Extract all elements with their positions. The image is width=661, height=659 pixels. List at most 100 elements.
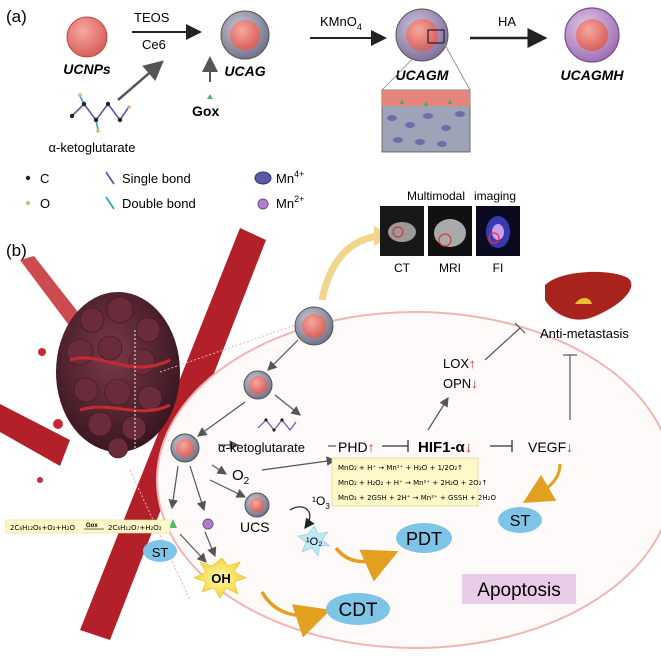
o3-label: ¹O3: [312, 494, 330, 511]
st-left-badge: [143, 540, 177, 562]
akg-label: α-ketoglutarate: [48, 140, 135, 155]
single-bond-icon: [105, 171, 115, 185]
st-left-label: ST: [152, 545, 169, 560]
cell-particle-2: [170, 433, 200, 463]
ucs-particle: [244, 492, 270, 518]
arrow-vegf-st: [522, 463, 562, 504]
kmno4-label: KMnO4: [320, 14, 362, 32]
singlet-o2-label: ¹O₂: [306, 536, 323, 548]
ce6-label: Ce6: [142, 37, 166, 52]
o2-label: O2: [232, 467, 250, 487]
liver-icon: [545, 271, 632, 320]
singlet-oxygen-burst-icon: [297, 525, 331, 557]
imaging-ct: CT: [394, 261, 411, 275]
ucnp-particle: [66, 16, 108, 58]
tumor: [56, 292, 180, 459]
gox-enzyme-icon: [169, 519, 177, 528]
mn2-ion-icon: [202, 518, 214, 530]
ucagmh-label: UCAGMH: [561, 67, 625, 83]
pdt-badge: [396, 523, 452, 553]
teos-label: TEOS: [134, 10, 170, 25]
anti-metastasis-label: Anti-metastasis: [540, 326, 629, 341]
imaging-panels: Multimodal imaging CT MRI FI: [380, 189, 520, 275]
cell-particle-1: [243, 370, 273, 400]
inhibit-bar-1: [514, 322, 526, 334]
gox-reaction-right: 2C₆H₁₂O₇+H₂O₂: [108, 524, 162, 532]
cdt-label: CDT: [338, 600, 377, 621]
arrow-cdt: [260, 591, 331, 638]
ucagm-particle: [395, 8, 449, 62]
mn4-icon: [254, 171, 272, 185]
arrow-to-imaging: [318, 232, 379, 301]
arrow-o2: [211, 464, 228, 475]
apoptosis-label: Apoptosis: [477, 580, 560, 601]
hydroxyl-burst-icon: [193, 557, 247, 599]
panel-a-label: (a): [6, 7, 27, 26]
oh-label: OH: [211, 571, 231, 586]
apoptosis-box: [462, 574, 576, 604]
double-bond-icon: [105, 196, 115, 210]
hif-label: HIF1-α↓: [418, 439, 472, 456]
akg-mini-icon: [257, 418, 297, 432]
arrow-mn2-release: [189, 465, 207, 512]
reaction-2: MnO₂ + H₂O₂ + H⁺ → Mn²⁺ + 2H₂O + 2O₂↑: [338, 479, 487, 487]
inhibit-lox-metastasis: [484, 327, 521, 361]
ucag-label: UCAG: [224, 63, 265, 79]
pdt-label: PDT: [406, 529, 442, 549]
arrow-hif-lox: [427, 396, 449, 431]
gox-label: Gox: [192, 103, 219, 119]
arrow-gox-oh: [179, 533, 207, 563]
legend-mn4: Mn4+: [276, 169, 304, 186]
vegf-label: VEGF↓: [528, 439, 573, 455]
zoom-line-left: [381, 42, 429, 91]
imaging-title-b: imaging: [474, 189, 516, 203]
lox-label: LOX↑: [443, 356, 476, 371]
st-right-label: ST: [510, 513, 531, 530]
arrow-mn2-oh: [204, 531, 217, 558]
arrow-pdt: [334, 546, 399, 582]
gox-reaction-strip: 2C₆H₁₂O₆+O₂+H₂O Gox 2C₆H₁₂O₇+H₂O₂: [5, 519, 171, 534]
cdt-badge: [326, 593, 390, 625]
entering-particle: [294, 306, 334, 346]
legend: C O Single bond Double bond Mn4+ Mn2+: [25, 169, 304, 211]
akg-text: α-ketoglutarate: [218, 440, 305, 455]
reaction-box: MnO₂ + H⁺ → Mn²⁺ + H₂O + 1/2O₂↑ MnO₂ + H…: [331, 457, 496, 507]
arrow-gox-release: [168, 465, 179, 510]
arrow-to-akg: [274, 394, 301, 416]
ucs-label: UCS: [240, 519, 270, 535]
imaging-title-a: Multimodal: [407, 189, 465, 203]
legend-single-bond: Single bond: [122, 171, 191, 186]
legend-mn2: Mn2+: [276, 194, 304, 211]
ucagm-surface-inset: [381, 89, 471, 153]
arrow-release: [197, 401, 246, 437]
panel-b-label: (b): [6, 241, 27, 260]
st-right-badge: [498, 507, 542, 533]
reaction-1: MnO₂ + H⁺ → Mn²⁺ + H₂O + 1/2O₂↑: [338, 464, 463, 472]
arrow-precursor: [117, 60, 164, 101]
gox-icon: [207, 94, 213, 99]
arrow-o2-phd: [261, 456, 337, 471]
ha-label: HA: [498, 14, 516, 29]
ucagmh-particle: [564, 7, 620, 63]
gox-reaction-left: 2C₆H₁₂O₆+O₂+H₂O: [10, 524, 75, 532]
ucagm-label: UCAGM: [396, 67, 449, 83]
imaging-fi: FI: [493, 261, 504, 275]
akg-molecule-icon: [69, 93, 131, 133]
zoom-line-right: [443, 42, 471, 91]
ucag-particle: [220, 10, 270, 60]
phd-label: PHD↑: [338, 439, 375, 455]
carbon-icon: [25, 175, 31, 181]
legend-oxygen: O: [40, 196, 50, 211]
arrow-entry: [267, 339, 299, 371]
mn2-icon: [257, 198, 269, 210]
arrow-ucs: [209, 479, 247, 498]
opn-label: OPN↓: [443, 376, 478, 391]
oxygen-icon: [26, 201, 30, 205]
legend-carbon: C: [40, 171, 49, 186]
imaging-mri: MRI: [439, 261, 461, 275]
gox-reaction-enzyme: Gox: [86, 523, 98, 529]
legend-double-bond: Double bond: [122, 196, 196, 211]
reaction-3: MnO₂ + 2GSH + 2H⁺ → Mn²⁺ + GSSH + 2H₂O: [338, 494, 496, 502]
ucnps-label: UCNPs: [63, 61, 111, 77]
